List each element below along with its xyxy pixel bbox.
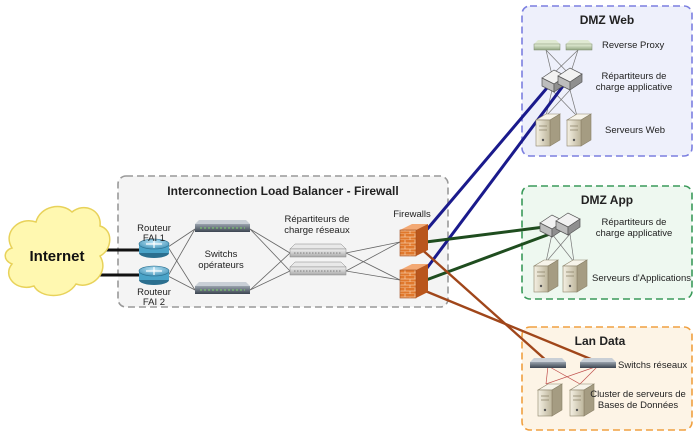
db-server-2 <box>568 383 596 417</box>
reverse-proxy-1 <box>533 40 561 51</box>
interconnection-title: Interconnection Load Balancer - Firewall <box>167 184 398 198</box>
router-fai1 <box>138 238 170 258</box>
web-app-load-balancer-2 <box>557 67 583 91</box>
app-lb-label-line2: charge applicative <box>596 228 673 239</box>
app-server-2 <box>561 259 589 293</box>
db-cluster-label-line1: Cluster de serveurs de <box>590 389 686 400</box>
switch-label-line2: opérateurs <box>198 260 244 271</box>
data-switch-label: Switchs réseaux <box>618 360 687 371</box>
reverse-proxy-label: Reverse Proxy <box>602 40 665 51</box>
switch-operator-top <box>195 220 250 232</box>
uplinks <box>92 81 599 364</box>
internet-label: Internet <box>29 248 84 265</box>
firewall-bottom <box>399 264 428 299</box>
web-server-2 <box>565 113 593 147</box>
network-load-balancer-bottom <box>289 261 347 276</box>
web-lb-label-line1: Répartiteurs de <box>602 71 667 82</box>
internet-cloud <box>4 205 111 297</box>
switch-operator-bottom <box>195 282 250 294</box>
network-load-balancer-top <box>289 243 347 258</box>
router2-label-line1: Routeur <box>137 287 171 298</box>
internal-links <box>167 228 401 291</box>
dmz-web-zone <box>521 5 693 157</box>
network-lb-label-line1: Répartiteurs de <box>285 214 350 225</box>
app-servers-label: Serveurs d'Applications <box>592 273 691 284</box>
app-load-balancer-2 <box>555 212 581 236</box>
data-switch-2 <box>580 358 616 368</box>
app-server-1 <box>532 259 560 293</box>
switch-label-line1: Switchs <box>205 249 238 260</box>
web-servers-label: Serveurs Web <box>605 125 665 136</box>
web-server-1 <box>534 113 562 147</box>
app-lb-label-line1: Répartiteurs de <box>602 217 667 228</box>
data-switch-1 <box>530 358 566 368</box>
dmz-web-title: DMZ Web <box>580 13 634 27</box>
router1-label-line2: FAI 1 <box>143 233 165 244</box>
router1-label-line1: Routeur <box>137 223 171 234</box>
lan-data-title: Lan Data <box>575 334 626 348</box>
firewall-top <box>399 224 428 257</box>
db-server-1 <box>536 383 564 417</box>
router2-label-line2: FAI 2 <box>143 297 165 308</box>
router-fai2 <box>138 265 170 285</box>
dmz-app-title: DMZ App <box>581 193 633 207</box>
web-lb-label-line2: charge applicative <box>596 82 673 93</box>
reverse-proxy-2 <box>565 40 593 51</box>
firewalls-label: Firewalls <box>393 209 431 220</box>
network-lb-label-line2: charge réseaux <box>284 225 350 236</box>
db-cluster-label-line2: Bases de Données <box>598 400 679 411</box>
lan-data-zone <box>521 326 693 431</box>
data-internal-links <box>545 365 599 385</box>
